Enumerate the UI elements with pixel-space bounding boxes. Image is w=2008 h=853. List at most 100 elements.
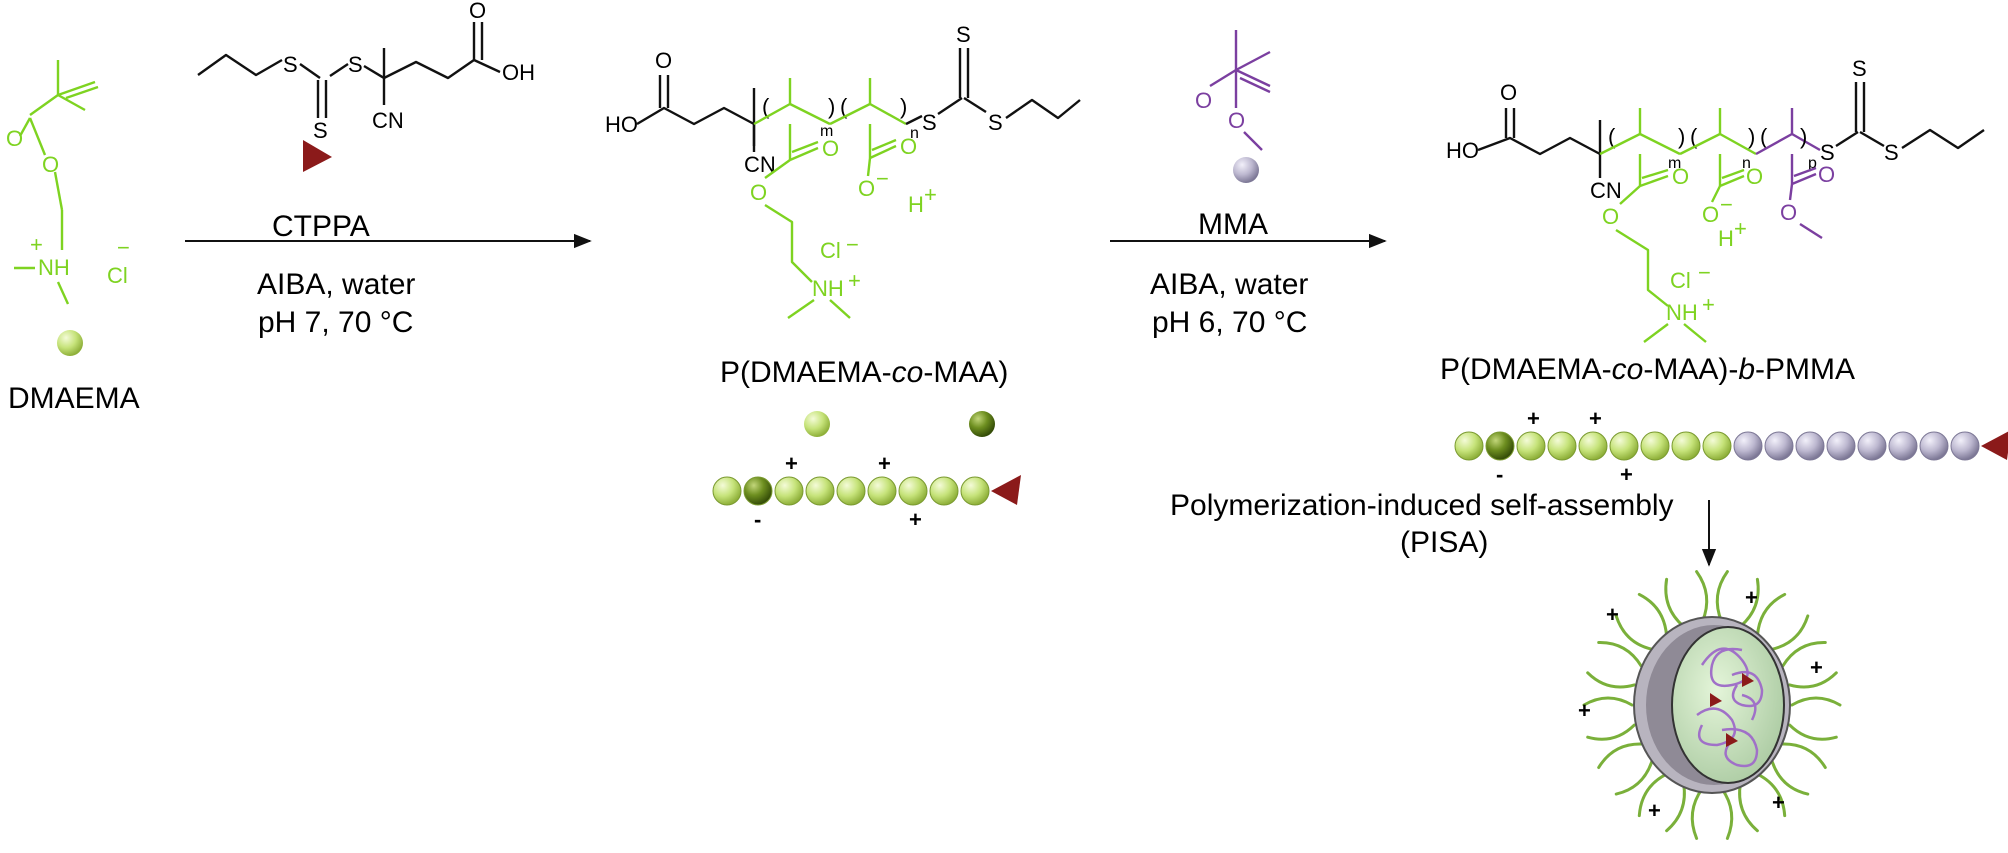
dmaema-plus: + <box>30 232 43 257</box>
p1-h: H <box>908 192 924 217</box>
corona-chain <box>1790 696 1842 707</box>
chain-bead <box>1640 431 1670 461</box>
p2-o-minus: O <box>1702 202 1719 227</box>
corona-chain <box>1586 671 1636 689</box>
ctppa-label: CTPPA <box>272 210 370 243</box>
chain-cta-triangle <box>1981 431 2008 460</box>
p2-paren-close-n: ) <box>1748 124 1755 149</box>
chain-charge: + <box>909 507 922 532</box>
chain-bead <box>898 476 928 506</box>
chain-bead <box>1733 431 1763 461</box>
chain-bead <box>1609 431 1639 461</box>
corona-chain <box>1614 614 1654 651</box>
p2-ho: HO <box>1446 138 1479 163</box>
chain-bead <box>929 476 959 506</box>
chain-bead <box>1578 431 1608 461</box>
p2-mma-o: O <box>1780 200 1797 225</box>
dmaema-ester-o: O <box>42 152 59 177</box>
p2-o-ester: O <box>1602 204 1619 229</box>
product2-label: P(DMAEMA-co-MAA)-b-PMMA <box>1440 353 1855 386</box>
chain-bead <box>743 476 773 506</box>
p2-nh: NH <box>1666 300 1698 325</box>
product2-structure: O HO CN ( ) m ( ) n ( ) p S S S O O <box>1446 56 1985 343</box>
p1-paren-open-n: ( <box>840 94 848 119</box>
p1-o-ester-dbl: O <box>822 136 839 161</box>
micelle-charge: + <box>1606 602 1619 627</box>
corona-chain <box>1738 577 1760 628</box>
chain-charge: + <box>1589 406 1602 431</box>
corona-chain <box>1665 782 1686 833</box>
p2-cn: CN <box>1590 178 1622 203</box>
micelle-cta-3 <box>1726 733 1738 747</box>
chain-bead <box>1826 431 1856 461</box>
corona-chain <box>1781 640 1827 668</box>
micelle-cta-2 <box>1742 673 1754 687</box>
dmaema-carbonyl-o: O <box>6 126 23 151</box>
chain-bead <box>867 476 897 506</box>
p1-s2: S <box>956 22 971 47</box>
p2-o-minus-sign: − <box>1720 192 1733 217</box>
corona-chain <box>1770 614 1810 651</box>
ctppa-triangle <box>303 140 332 172</box>
corona-chain <box>1637 772 1669 818</box>
p2-o-ester-dbl: O <box>1672 164 1689 189</box>
p1-ho: HO <box>605 112 638 137</box>
dmaema-bead <box>57 330 83 356</box>
p2-s1: S <box>1820 140 1835 165</box>
p2-h: H <box>1718 226 1734 251</box>
p2-o-acid-dbl: O <box>1746 164 1763 189</box>
corona-chain <box>1695 570 1709 624</box>
p1-paren-close-m: ) <box>828 94 835 119</box>
micelle <box>1582 570 1842 840</box>
chain-charge: - <box>754 507 761 532</box>
corona-chain <box>1637 592 1669 638</box>
ctppa-s3: S <box>348 52 363 77</box>
mma-bead <box>1233 157 1259 183</box>
micelle-charge: + <box>1578 698 1591 723</box>
micelle-charges: ++++++ <box>1578 585 1823 823</box>
ctppa-oh: OH <box>502 60 535 85</box>
p2-paren-open-n: ( <box>1690 124 1698 149</box>
p2-o-top: O <box>1500 80 1517 105</box>
corona-chain <box>1597 640 1643 668</box>
chain-cta-triangle <box>991 475 1021 505</box>
chain-bead <box>805 476 835 506</box>
mma-label: MMA <box>1198 208 1268 241</box>
dmaema-label: DMAEMA <box>8 382 140 415</box>
p1-o-minus-sign: − <box>876 166 889 191</box>
micelle-charge: + <box>1772 790 1785 815</box>
step2-conditions-1: AIBA, water <box>1150 268 1308 301</box>
chain-charge: + <box>878 451 891 476</box>
step1-conditions-1: AIBA, water <box>257 268 415 301</box>
p1-sub-m: m <box>820 123 833 140</box>
mma-structure: O O MMA <box>1195 30 1271 241</box>
chain-bead <box>1671 431 1701 461</box>
step1-conditions-2: pH 7, 70 °C <box>258 306 413 339</box>
p1-o-ester: O <box>750 180 767 205</box>
p2-paren-open-m: ( <box>1608 124 1616 149</box>
dmaema-nh: NH <box>38 255 70 280</box>
p2-chain: +++- <box>1454 406 2008 487</box>
p2-cl-minus: − <box>1698 260 1711 285</box>
chain-bead <box>712 476 742 506</box>
dmaema-cl: Cl <box>107 263 128 288</box>
corona-chain <box>1586 723 1636 741</box>
product1-structure: O HO CN ( ) m ( ) n S S S O O NH + <box>605 22 1081 319</box>
micelle-charge: + <box>1745 585 1758 610</box>
corona-chain <box>1690 786 1704 840</box>
p2-paren-close-m: ) <box>1678 124 1685 149</box>
chain-bead <box>1919 431 1949 461</box>
p1-o-top: O <box>655 48 672 73</box>
p1-paren-close-n: ) <box>900 94 907 119</box>
chain-bead <box>836 476 866 506</box>
chain-bead <box>1764 431 1794 461</box>
dmaema-structure: O O + NH − Cl DMAEMA <box>6 60 140 415</box>
p2-sub-p: p <box>1808 155 1817 172</box>
p2-paren-close-p: ) <box>1800 124 1807 149</box>
corona-chain <box>1755 772 1787 818</box>
p1-chain: + + + - <box>712 451 1021 532</box>
chain-charge: + <box>785 451 798 476</box>
corona-chain <box>1788 671 1838 689</box>
corona-chain <box>1715 570 1729 624</box>
chain-charge: + <box>1527 406 1540 431</box>
